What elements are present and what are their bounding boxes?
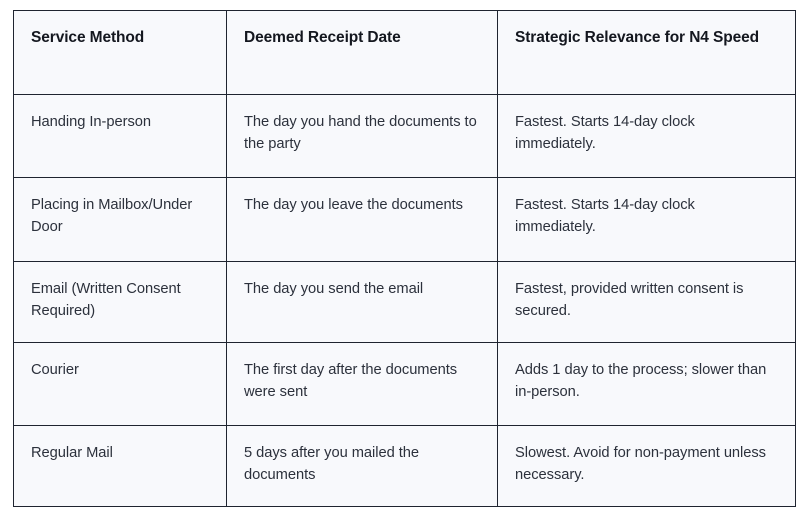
cell-deemed-receipt-date: The day you send the email [226,261,498,343]
table-header-row: Service Method Deemed Receipt Date Strat… [13,10,796,95]
cell-strategic-relevance: Slowest. Avoid for non-payment unless ne… [497,425,796,507]
table-row: Handing In-person The day you hand the d… [13,94,796,178]
table-header: Service Method Deemed Receipt Date Strat… [13,10,796,95]
cell-service-method: Regular Mail [13,425,227,507]
cell-deemed-receipt-date: The first day after the documents were s… [226,342,498,426]
column-header-service-method: Service Method [13,10,227,95]
service-methods-table: Service Method Deemed Receipt Date Strat… [13,10,796,507]
cell-service-method: Placing in Mailbox/Under Door [13,177,227,262]
cell-deemed-receipt-date: 5 days after you mailed the documents [226,425,498,507]
table-row: Courier The first day after the document… [13,342,796,426]
table-row: Regular Mail 5 days after you mailed the… [13,425,796,507]
service-table-container: Service Method Deemed Receipt Date Strat… [13,10,796,507]
cell-deemed-receipt-date: The day you leave the documents [226,177,498,262]
table-row: Email (Written Consent Required) The day… [13,261,796,343]
table-row: Placing in Mailbox/Under Door The day yo… [13,177,796,262]
cell-strategic-relevance: Adds 1 day to the process; slower than i… [497,342,796,426]
table-body: Handing In-person The day you hand the d… [13,94,796,507]
column-header-deemed-receipt-date: Deemed Receipt Date [226,10,498,95]
cell-deemed-receipt-date: The day you hand the documents to the pa… [226,94,498,178]
cell-service-method: Handing In-person [13,94,227,178]
cell-service-method: Email (Written Consent Required) [13,261,227,343]
cell-strategic-relevance: Fastest. Starts 14-day clock immediately… [497,94,796,178]
column-header-strategic-relevance: Strategic Relevance for N4 Speed [497,10,796,95]
cell-strategic-relevance: Fastest, provided written consent is sec… [497,261,796,343]
cell-strategic-relevance: Fastest. Starts 14-day clock immediately… [497,177,796,262]
cell-service-method: Courier [13,342,227,426]
